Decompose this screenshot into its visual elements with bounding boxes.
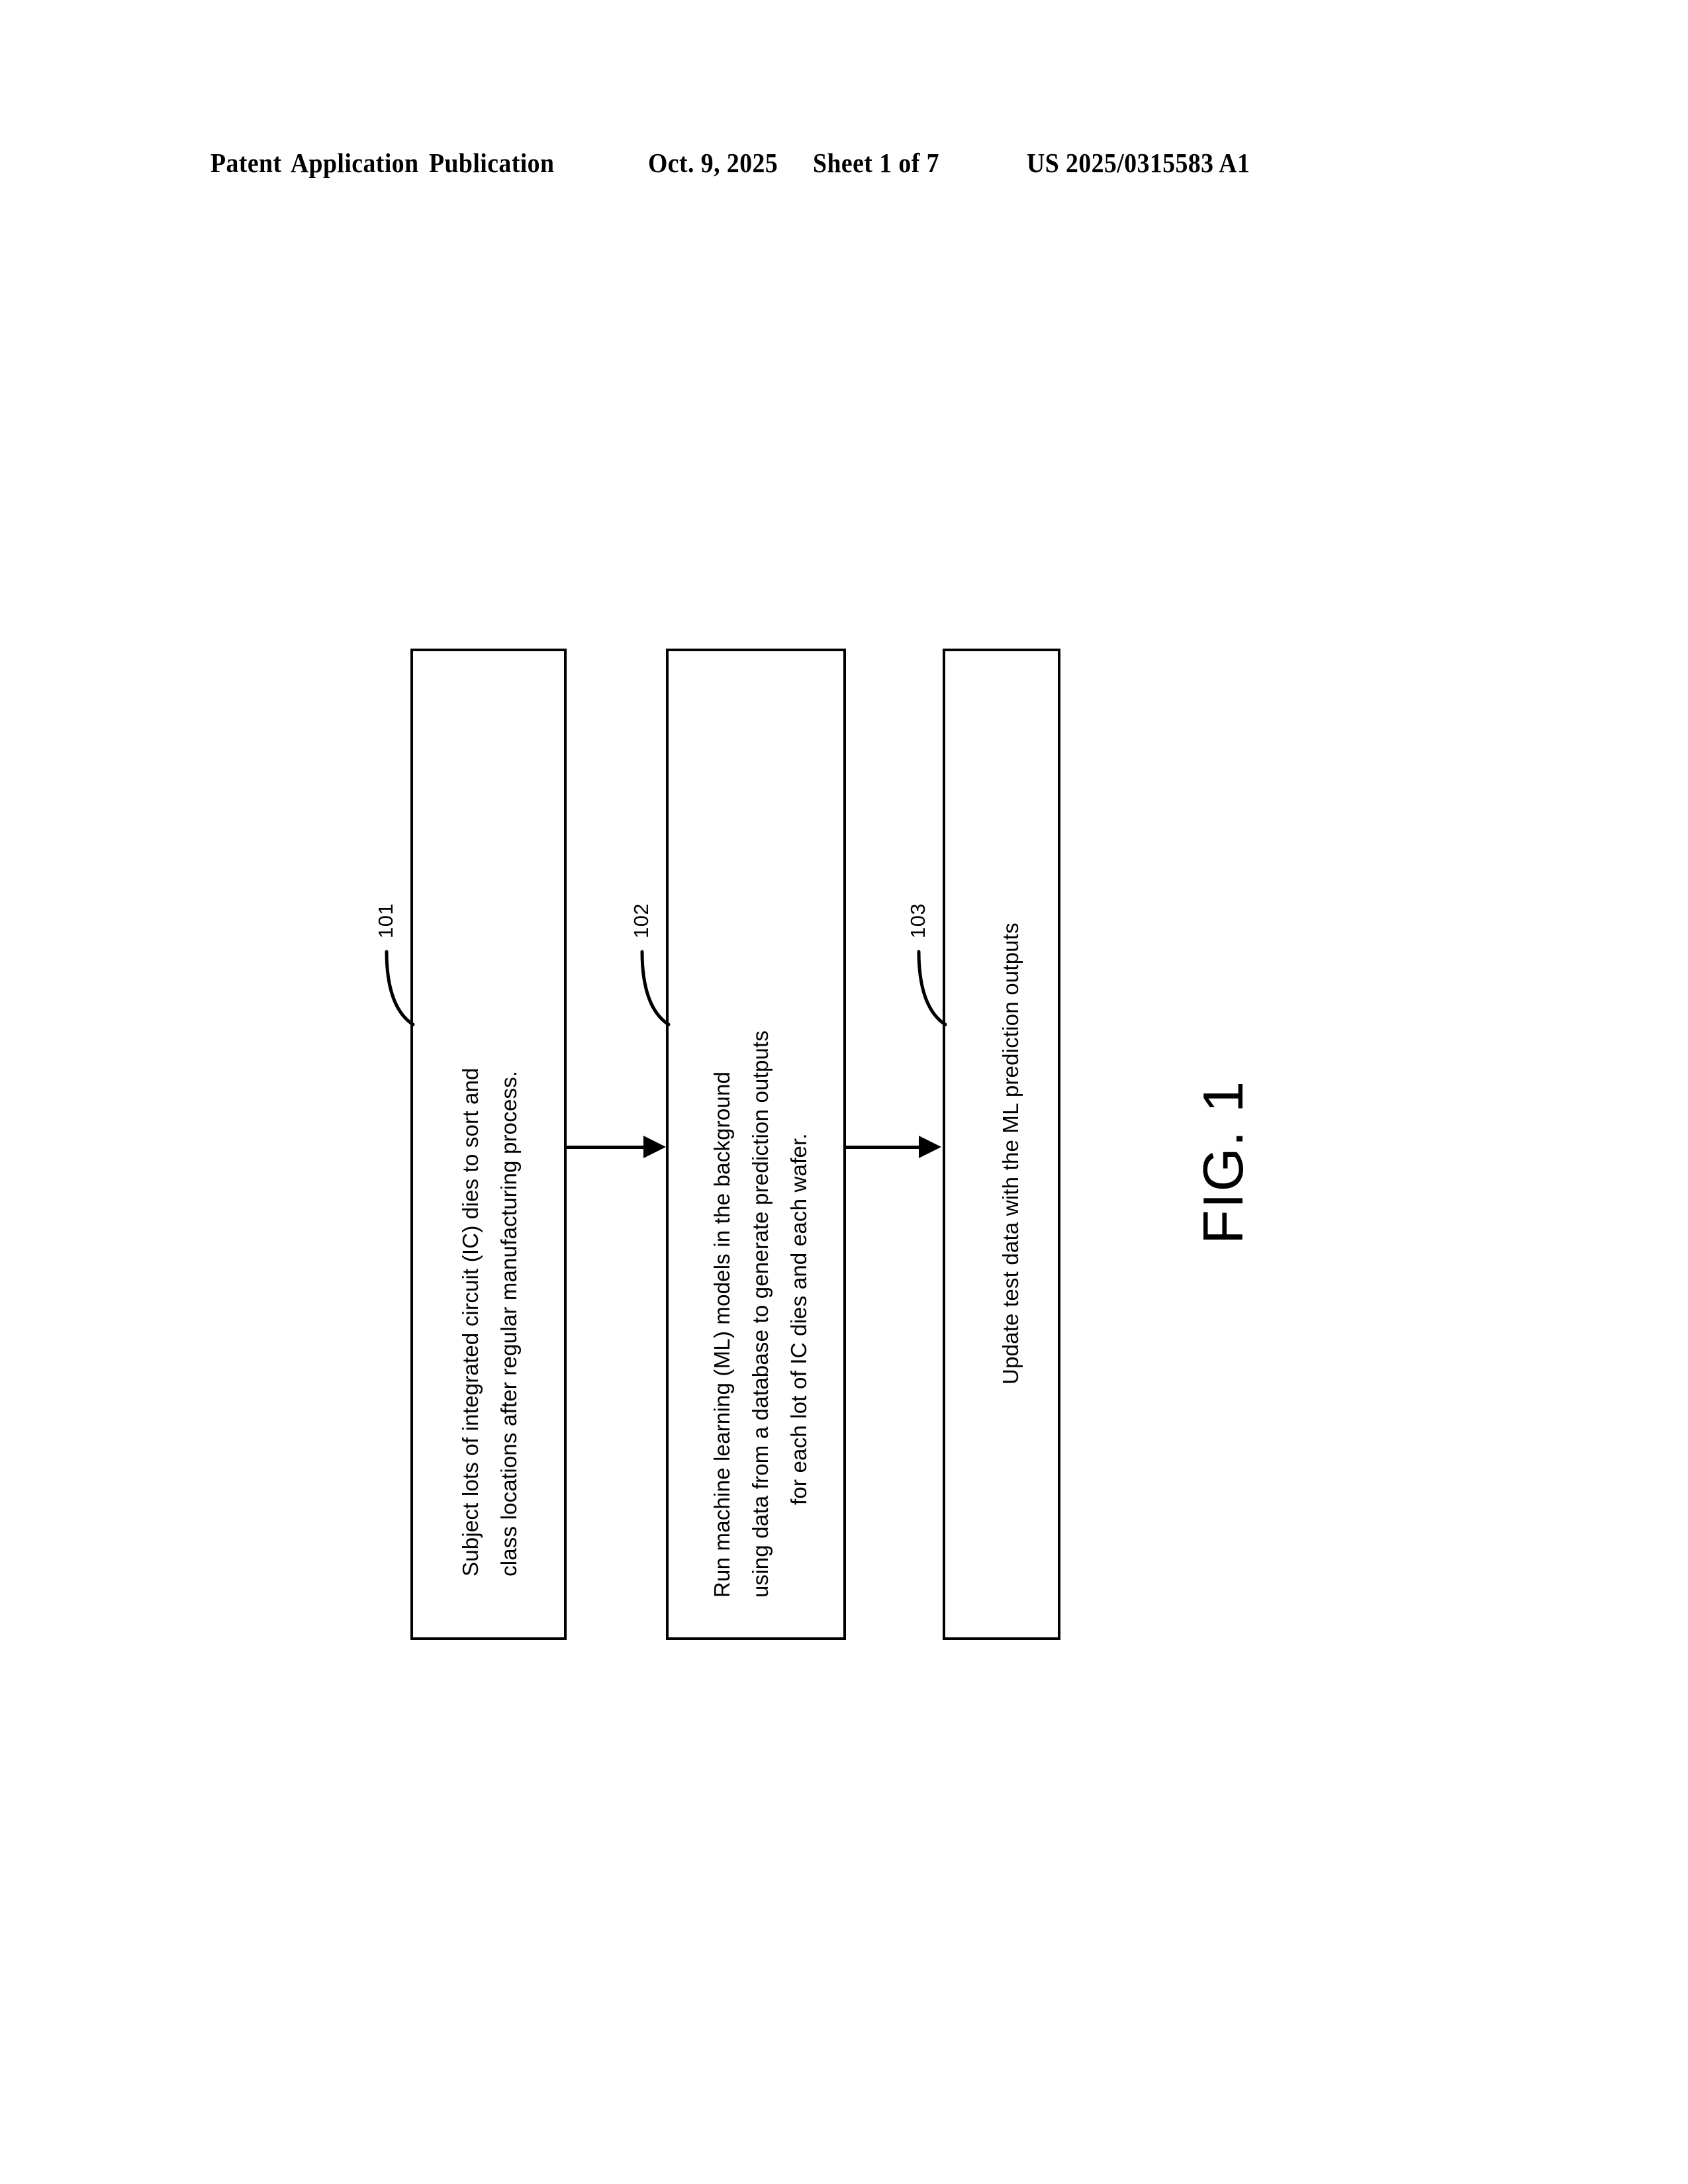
reference-numeral-103: 103 — [906, 903, 929, 938]
flowchart-step-box-102: Run machine learning (ML) models in the … — [666, 649, 846, 1640]
reference-numeral-101: 101 — [374, 903, 397, 938]
connector-arrow-101-to-102-shaft — [567, 1146, 647, 1149]
header-publication-label: Patent Application Publication — [211, 148, 555, 178]
header-publication-date: Oct. 9, 2025 — [647, 148, 778, 178]
flowchart-step-text-102-line-2: using data from a database to generate p… — [748, 1030, 773, 1598]
flowchart-step-text-101-line-1: Subject lots of integrated circuit (IC) … — [458, 1068, 483, 1576]
flowchart-step-box-101: Subject lots of integrated circuit (IC) … — [410, 649, 567, 1640]
connector-arrow-102-to-103-head — [919, 1136, 941, 1158]
flowchart-step-box-103: Update test data with the ML prediction … — [943, 649, 1060, 1640]
flowchart-step-text-102-line-1: Run machine learning (ML) models in the … — [710, 1071, 734, 1598]
connector-arrow-102-to-103-shaft — [846, 1146, 921, 1149]
header-patent-number: US 2025/0315583 A1 — [1027, 148, 1250, 178]
flowchart-step-text-102-line-3: for each lot of IC dies and each wafer. — [786, 1133, 811, 1505]
flowchart-step-text-103-line-1: Update test data with the ML prediction … — [998, 923, 1023, 1385]
flowchart-step-text-101-line-2: class locations after regular manufactur… — [496, 1070, 521, 1576]
figure-caption: FIG. 1 — [1192, 1079, 1255, 1244]
header-sheet-number: Sheet 1 of 7 — [812, 148, 939, 178]
reference-numeral-102: 102 — [630, 903, 653, 938]
page-header: Patent Application Publication Oct. 9, 2… — [0, 147, 1688, 187]
connector-arrow-101-to-102-head — [643, 1136, 666, 1158]
